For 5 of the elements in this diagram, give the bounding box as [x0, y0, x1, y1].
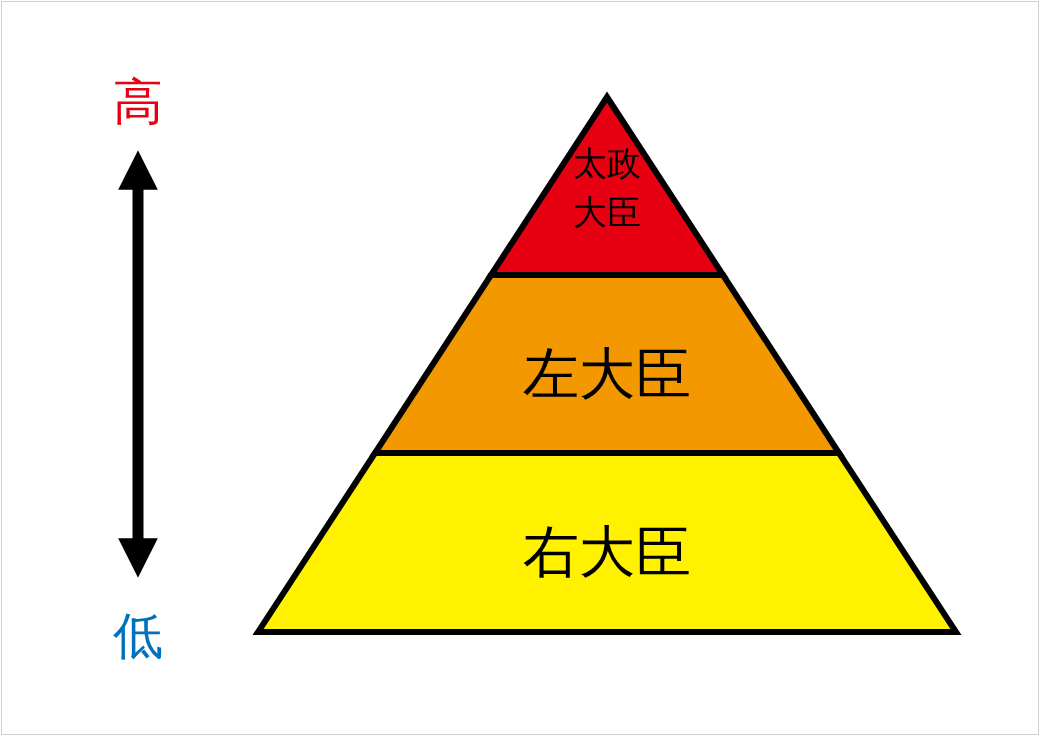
tier-label: 右大臣 — [522, 518, 692, 586]
tier-label: 太政大臣 — [572, 142, 642, 235]
low-label: 低 — [112, 606, 164, 666]
high-label: 高 — [112, 72, 164, 132]
tier-label: 左大臣 — [522, 340, 692, 408]
